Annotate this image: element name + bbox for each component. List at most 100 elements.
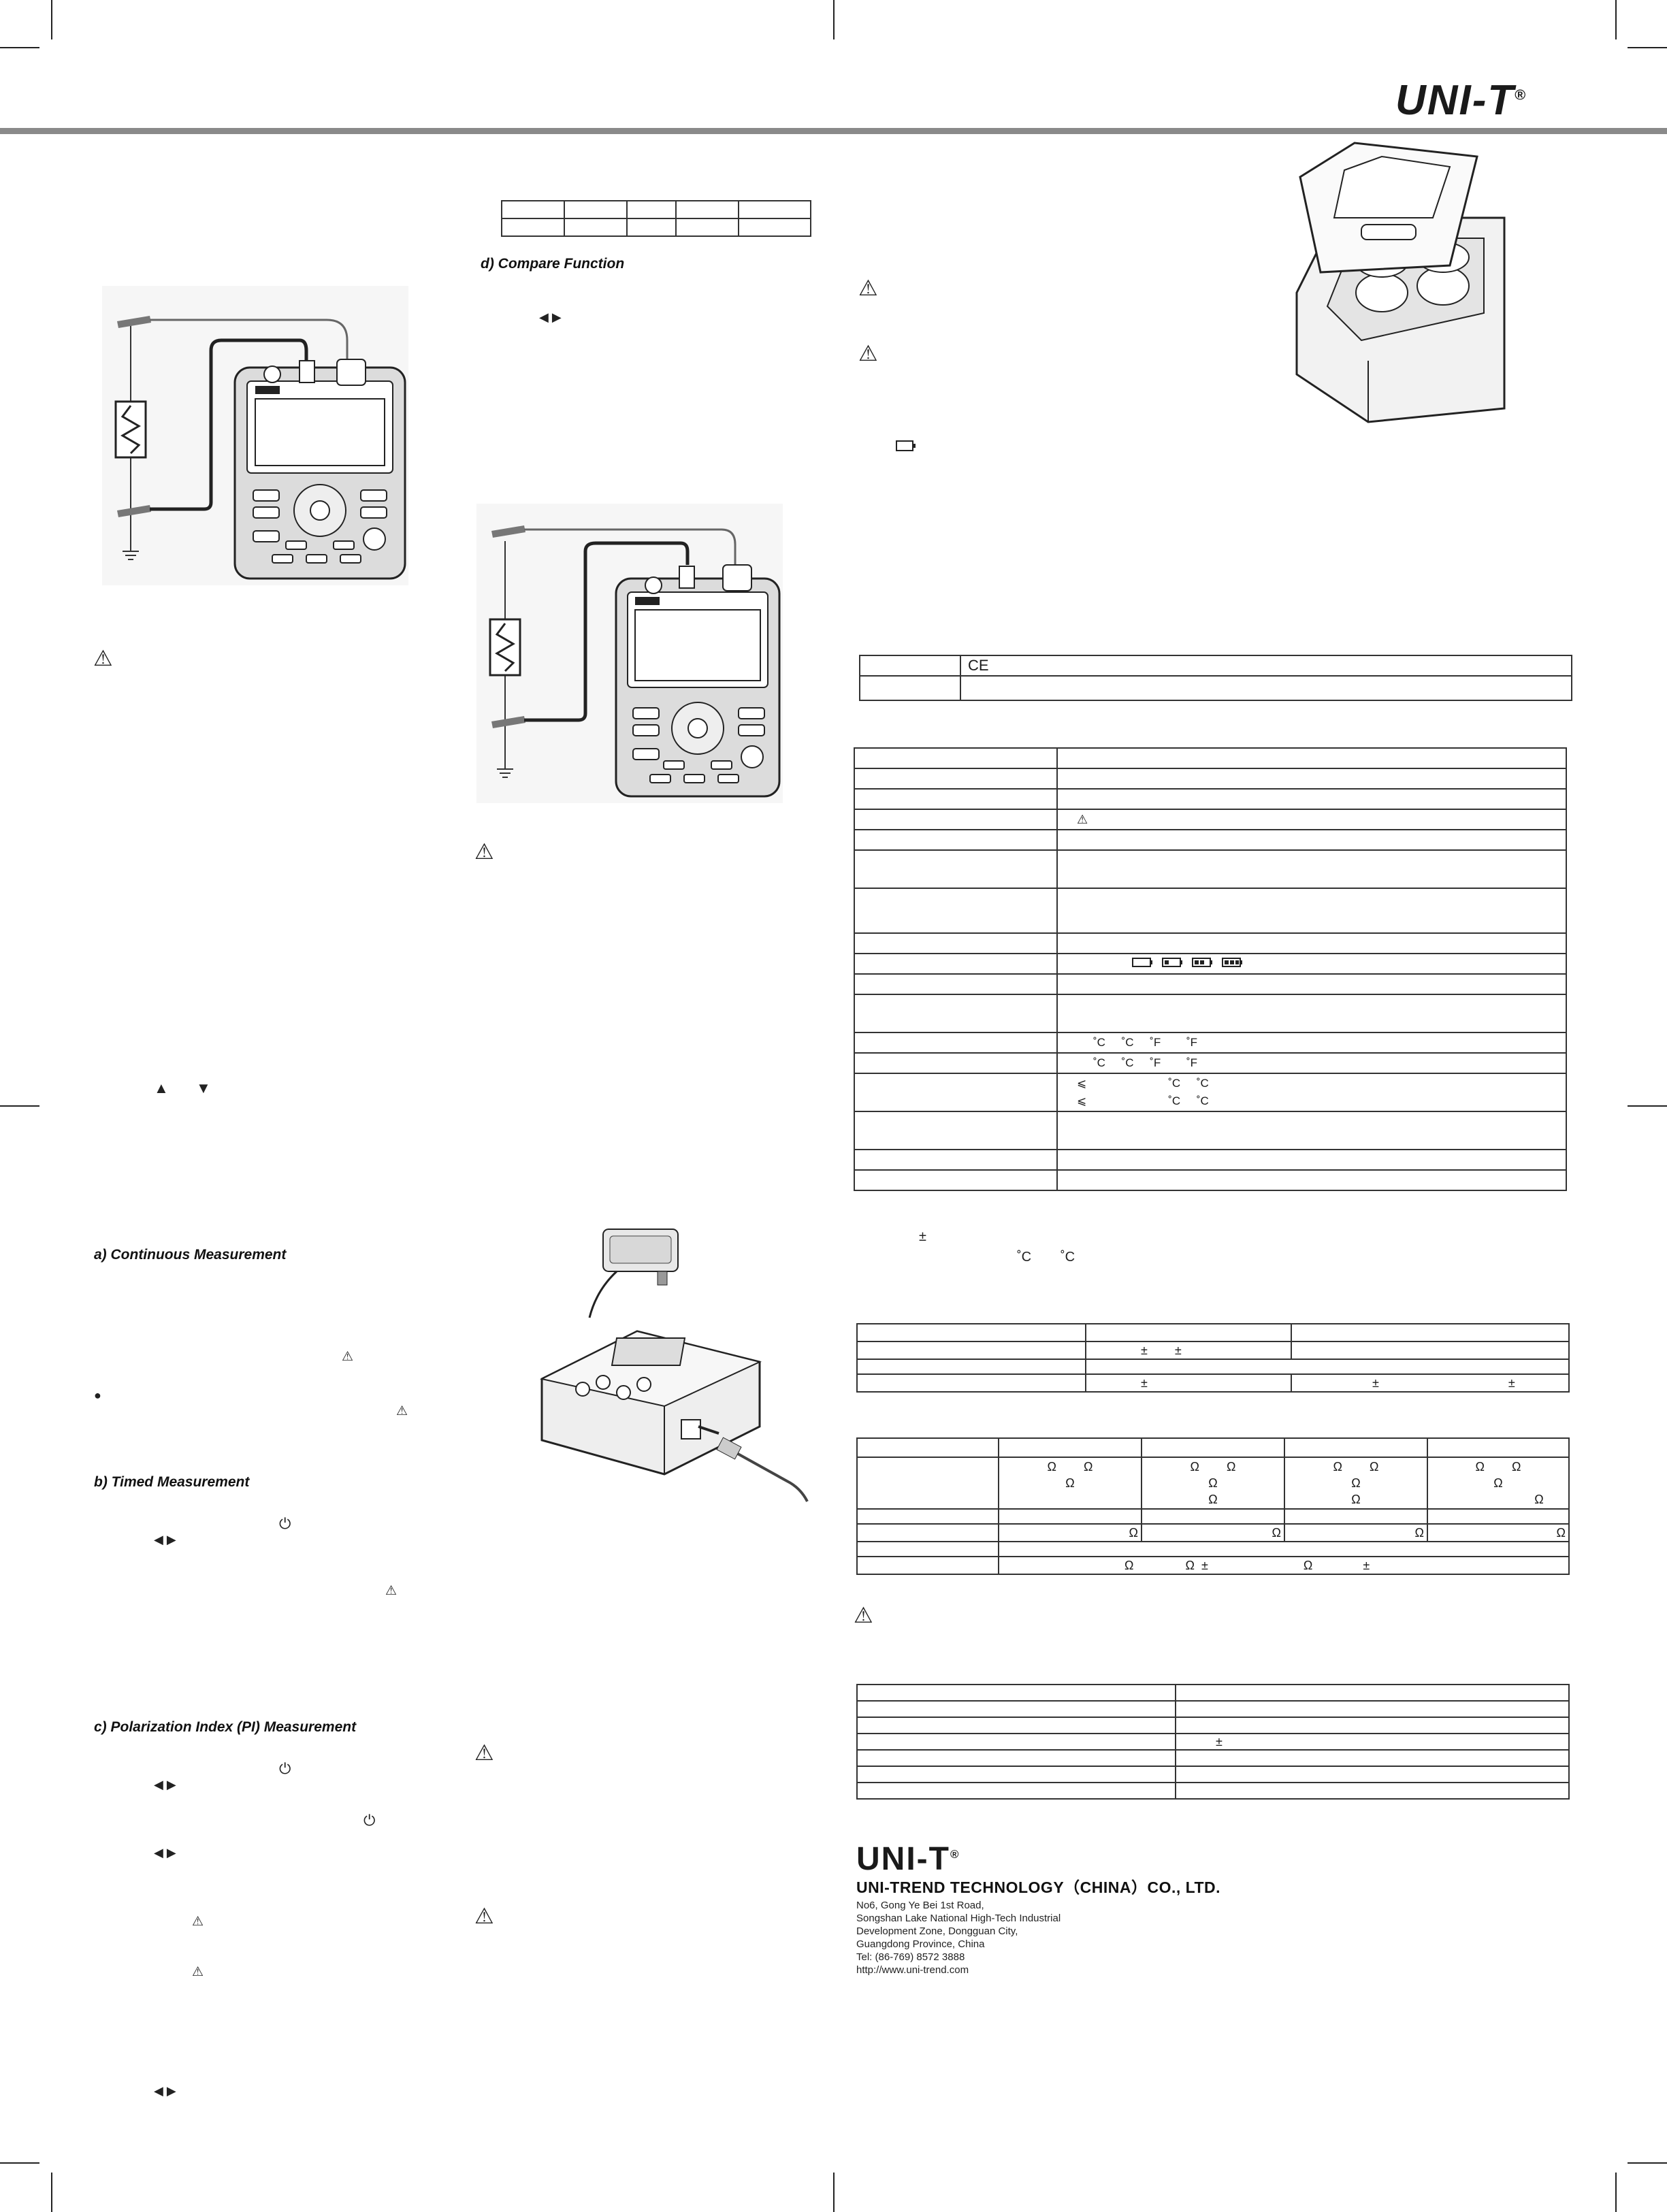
ohm-symbol: Ω [1475, 1460, 1485, 1474]
less-equal-symbol: ⩽ [1077, 1077, 1087, 1090]
arrow-left-right-icon: ◀ ▶ [154, 1846, 176, 1859]
battery-compartment-illustration [1295, 142, 1506, 423]
warning-small-icon: ⚠ [342, 1350, 354, 1364]
less-equal-symbol: ⩽ [1077, 1094, 1087, 1107]
deg-c-symbol: ˚C [1093, 1056, 1105, 1069]
warning-small-icon: ⚠ [192, 1915, 204, 1929]
ohm-symbol: Ω [1534, 1493, 1544, 1506]
warning-icon: ⚠ [474, 1904, 494, 1928]
registered-mark: ® [1515, 86, 1527, 103]
warning-small-icon: ⚠ [192, 1965, 204, 1979]
address-line: No6, Gong Ye Bei 1st Road, [856, 1900, 984, 1911]
crop-mark [833, 0, 835, 39]
insulation-test-diagram-left [102, 286, 408, 585]
deg-c-symbol: ˚C [1196, 1094, 1209, 1107]
address-line: Songshan Lake National High-Tech Industr… [856, 1913, 1061, 1924]
crop-mark [1615, 0, 1617, 39]
insulation-test-diagram-middle [476, 504, 783, 803]
warning-icon: ⚠ [474, 839, 494, 864]
heading-pi-measurement: c) Polarization Index (PI) Measurement [94, 1719, 357, 1735]
ohm-symbol: Ω [1047, 1460, 1056, 1474]
heading-timed-measurement: b) Timed Measurement [94, 1474, 250, 1490]
crop-mark [1615, 2173, 1617, 2212]
bullet-icon: ● [94, 1388, 101, 1402]
power-icon: ⏻ [363, 1812, 376, 1829]
address-line: Development Zone, Dongguan City, [856, 1925, 1018, 1937]
deg-f-symbol: ˚F [1150, 1056, 1161, 1069]
deg-f-symbol: ˚F [1186, 1056, 1198, 1069]
ohm-symbol: Ω [1124, 1558, 1134, 1572]
battery-level-icons [1132, 957, 1242, 967]
warning-icon: ⚠ [858, 276, 878, 300]
warning-icon: ⚠ [93, 646, 113, 670]
footer-logo: UNI-T® [856, 1840, 960, 1878]
crop-mark [833, 2173, 835, 2212]
general-specifications-table: ⚠ ˚C ˚C ˚F ˚F ˚C ˚C ˚F ˚F ⩽˚ [854, 747, 1567, 1191]
crop-mark [51, 2173, 52, 2212]
ohm-symbol: Ω [1272, 1525, 1281, 1540]
warning-small-icon: ⚠ [385, 1584, 398, 1598]
deg-c-symbol: ˚C [1196, 1077, 1209, 1090]
power-icon: ⏻ [279, 1515, 291, 1532]
pi-reference-table [501, 200, 811, 237]
ohm-symbol: Ω [1414, 1525, 1424, 1540]
crop-mark [0, 47, 39, 48]
crop-mark [1628, 2162, 1667, 2164]
certification-table: CE [859, 655, 1572, 701]
warning-icon: ⚠ [854, 1603, 873, 1627]
header-rule [0, 128, 1667, 134]
crop-mark [0, 2162, 39, 2164]
ohm-symbol: Ω [1370, 1460, 1379, 1474]
warning-small-icon: ⚠ [396, 1404, 408, 1418]
arrow-left-right-icon: ◀ ▶ [154, 1533, 176, 1546]
deg-c-symbol: ˚C [1093, 1036, 1105, 1049]
arrow-left-right-icon: ◀ ▶ [539, 310, 562, 324]
deg-c-symbol: ˚C [1121, 1036, 1134, 1049]
deg-c-symbol: ˚C [1061, 1250, 1075, 1265]
plus-minus-symbol: ± [1141, 1343, 1148, 1357]
heading-continuous-measurement: a) Continuous Measurement [94, 1247, 287, 1263]
ohm-symbol: Ω [1208, 1493, 1218, 1506]
ohm-symbol: Ω [1556, 1525, 1566, 1540]
additional-specifications-table: ± [856, 1684, 1570, 1800]
battery-empty-icon [896, 440, 916, 451]
warning-icon: ⚠ [858, 341, 878, 365]
ohm-symbol: Ω [1190, 1460, 1199, 1474]
heading-compare-function: d) Compare Function [481, 256, 625, 272]
arrow-left-right-icon: ◀ ▶ [154, 1778, 176, 1791]
plus-minus-symbol: ± [1216, 1734, 1223, 1749]
plus-minus-symbol: ± [1141, 1376, 1148, 1390]
company-address: No6, Gong Ye Bei 1st Road, Songshan Lake… [856, 1899, 1061, 1977]
ohm-symbol: Ω [1185, 1558, 1195, 1572]
plus-minus-symbol: ± [1174, 1343, 1182, 1357]
header-logo-text: UNI-T [1395, 77, 1515, 124]
plus-minus-symbol: ± [1201, 1558, 1208, 1572]
ohm-symbol: Ω [1351, 1476, 1361, 1490]
footer-logo-text: UNI-T [856, 1841, 950, 1877]
header-logo: UNI-T® [1395, 76, 1527, 125]
registered-mark: ® [950, 1848, 960, 1861]
ce-mark: CE [968, 657, 989, 674]
deg-c-symbol: ˚C [1168, 1094, 1181, 1107]
address-line: Guangdong Province, China [856, 1938, 985, 1950]
ohm-symbol: Ω [1227, 1460, 1236, 1474]
crop-mark [0, 1105, 39, 1107]
crop-mark [1628, 47, 1667, 48]
plus-minus-symbol: ± [1363, 1558, 1370, 1572]
ohm-symbol: Ω [1493, 1476, 1503, 1490]
ohm-symbol: Ω [1129, 1525, 1138, 1540]
crop-mark [51, 0, 52, 39]
warning-small-icon: ⚠ [1077, 812, 1088, 826]
deg-c-symbol: ˚C [1121, 1056, 1134, 1069]
arrow-left-right-icon: ◀ ▶ [154, 2084, 176, 2098]
plus-minus-symbol: ± [1372, 1376, 1379, 1390]
website-link[interactable]: http://www.uni-trend.com [856, 1964, 969, 1976]
ohm-symbol: Ω [1065, 1476, 1075, 1490]
address-line: Tel: (86-769) 8572 3888 [856, 1951, 965, 1963]
ohm-symbol: Ω [1512, 1460, 1521, 1474]
warning-icon: ⚠ [474, 1740, 494, 1765]
deg-c-symbol: ˚C [1168, 1077, 1181, 1090]
deg-f-symbol: ˚F [1150, 1036, 1161, 1049]
arrow-up-icon: ▲ [154, 1079, 169, 1096]
